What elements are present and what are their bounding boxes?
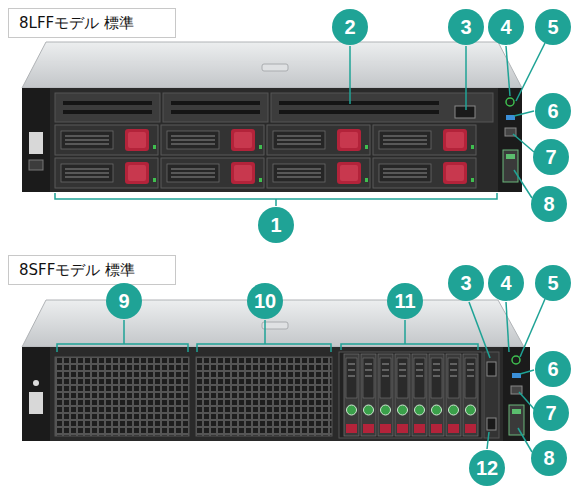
callout-number: 6 (535, 351, 571, 387)
callout-number-text: 9 (118, 291, 129, 311)
callout-number: 9 (106, 283, 142, 319)
callout-number-text: 1 (270, 215, 281, 235)
callout-number-text: 12 (476, 458, 498, 478)
callout-number: 8 (531, 440, 567, 476)
callout-number-text: 7 (545, 147, 556, 167)
callout-number: 4 (488, 9, 524, 45)
callout-number: 3 (448, 9, 484, 45)
callout-number: 4 (488, 265, 524, 301)
callout-number-text: 3 (460, 17, 471, 37)
callout-number: 11 (387, 283, 423, 319)
model-heading: 8LFFモデル 標準 (19, 14, 134, 33)
callout-number: 6 (535, 93, 571, 129)
callout-number-text: 3 (460, 273, 471, 293)
model-heading-box: 8SFFモデル 標準 (8, 255, 176, 285)
callout-number: 2 (332, 9, 368, 45)
callout-number: 10 (247, 283, 283, 319)
callout-number-text: 4 (500, 273, 511, 293)
callout-number: 12 (469, 450, 505, 486)
callout-number: 8 (531, 186, 567, 222)
callout-number: 5 (535, 265, 571, 301)
callout-number-text: 5 (547, 273, 558, 293)
callout-number-text: 6 (547, 101, 558, 121)
model-heading: 8SFFモデル 標準 (19, 261, 135, 280)
callout-number-text: 11 (394, 291, 415, 311)
callout-number-text: 8 (543, 194, 554, 214)
callout-number-text: 6 (547, 359, 558, 379)
callout-number-text: 10 (254, 291, 276, 311)
callout-number: 3 (448, 265, 484, 301)
callout-number-text: 8 (543, 448, 554, 468)
callout-number-text: 2 (344, 17, 355, 37)
callout-number-text: 4 (500, 17, 511, 37)
callout-number-text: 5 (547, 17, 558, 37)
callout-number: 7 (533, 139, 569, 175)
callout-number: 7 (533, 395, 569, 431)
callout-number: 5 (535, 9, 571, 45)
callout-number-text: 7 (545, 403, 556, 423)
model-heading-box: 8LFFモデル 標準 (8, 8, 176, 38)
callout-number: 1 (258, 207, 294, 243)
